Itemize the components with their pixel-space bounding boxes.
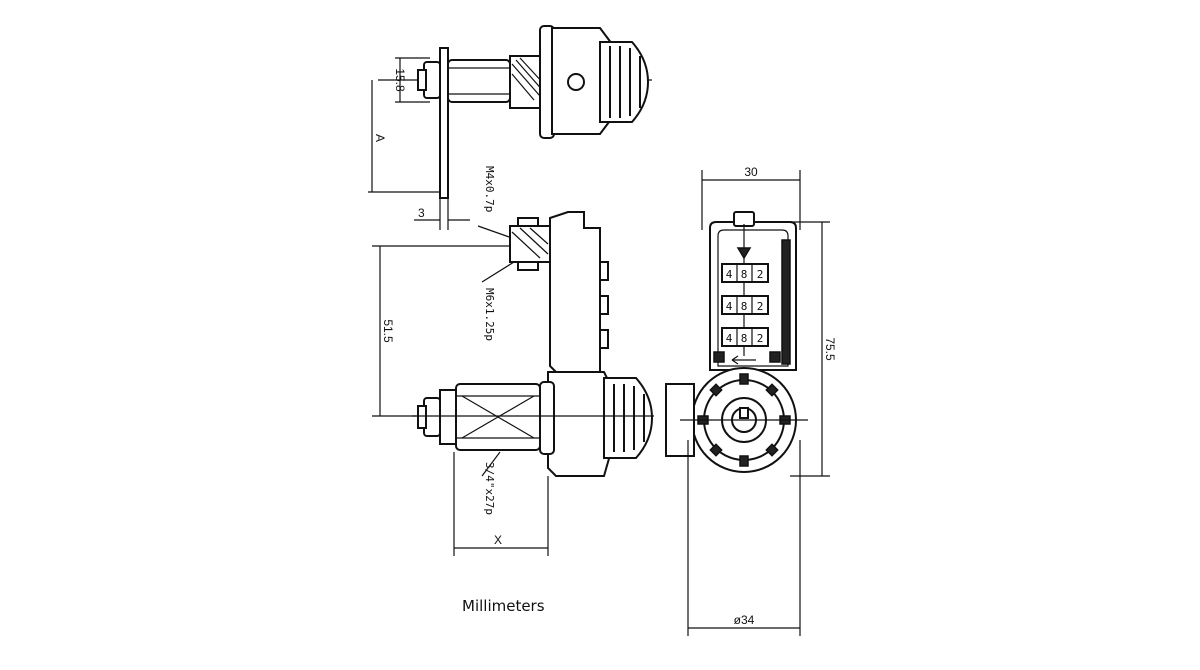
digit: 4 [726, 332, 733, 345]
dim-top-height: 15.8 [393, 68, 407, 92]
top-side-view: 15.8 A [368, 25, 652, 199]
hatch-bolt [511, 227, 549, 259]
dim-width: 30 [744, 165, 758, 179]
label-thread-m4: M4x0.7p [483, 166, 496, 212]
digit: 2 [757, 268, 764, 281]
knob-ridges-top [609, 46, 641, 118]
dim-plate-thickness: 3 [418, 206, 425, 220]
digit: 8 [741, 300, 748, 313]
digit: 2 [757, 300, 764, 313]
label-thread-m6: M6x1.25p [483, 288, 496, 341]
dim-center-distance: 51.5 [381, 319, 395, 343]
digit: 4 [726, 300, 733, 313]
digit: 4 [726, 268, 733, 281]
label-thread-3-4: 3/4"x27p [483, 462, 496, 515]
dial-row-3: 4 8 2 [721, 327, 769, 347]
knob-ridges-bottom [613, 384, 645, 452]
dial-row-2: 4 8 2 [721, 295, 769, 315]
units-caption: Millimeters [462, 597, 545, 615]
dim-plate-thickness-group: 3 [414, 198, 470, 230]
digit: 2 [757, 332, 764, 345]
dial-row-1: 4 8 2 [721, 263, 769, 283]
dim-length-x: X [494, 533, 502, 547]
digit: 8 [741, 332, 748, 345]
middle-side-view: 51.5 [372, 211, 654, 556]
dim-a: A [373, 134, 387, 142]
dim-height: 75.5 [823, 337, 837, 361]
digit: 8 [741, 268, 748, 281]
front-view: 30 75.5 4 8 2 4 8 2 [665, 165, 837, 636]
dim-diameter: ø34 [734, 613, 755, 627]
